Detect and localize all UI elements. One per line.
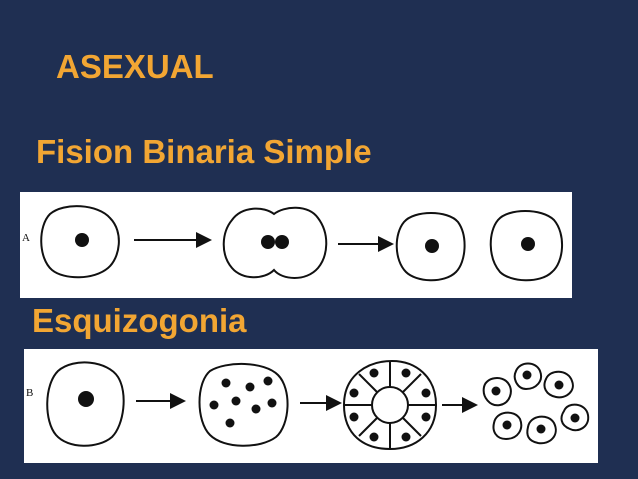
- panel-label-b: B: [26, 387, 34, 399]
- schizogony-diagram: [46, 359, 590, 451]
- cell-stage-1: [46, 361, 125, 447]
- section-heading-binary-fission: Fision Binaria Simple: [36, 133, 372, 170]
- panel-label-a: A: [22, 232, 30, 244]
- daughter-cell-1: [395, 212, 466, 282]
- multinucleate-cell: [198, 362, 289, 447]
- schizogony-illustration: B: [24, 349, 598, 463]
- cell-stage-2-dividing: [222, 206, 328, 279]
- cell-stage-1: [40, 205, 120, 279]
- binary-fission-diagram: [40, 205, 563, 282]
- released-cells: [482, 362, 590, 445]
- segmented-rosette: [342, 359, 438, 451]
- section-heading-schizogony: Esquizogonia: [32, 302, 247, 339]
- slide-title: ASEXUAL: [56, 48, 214, 85]
- daughter-cell-2: [489, 210, 563, 282]
- binary-fission-illustration: A: [20, 192, 572, 298]
